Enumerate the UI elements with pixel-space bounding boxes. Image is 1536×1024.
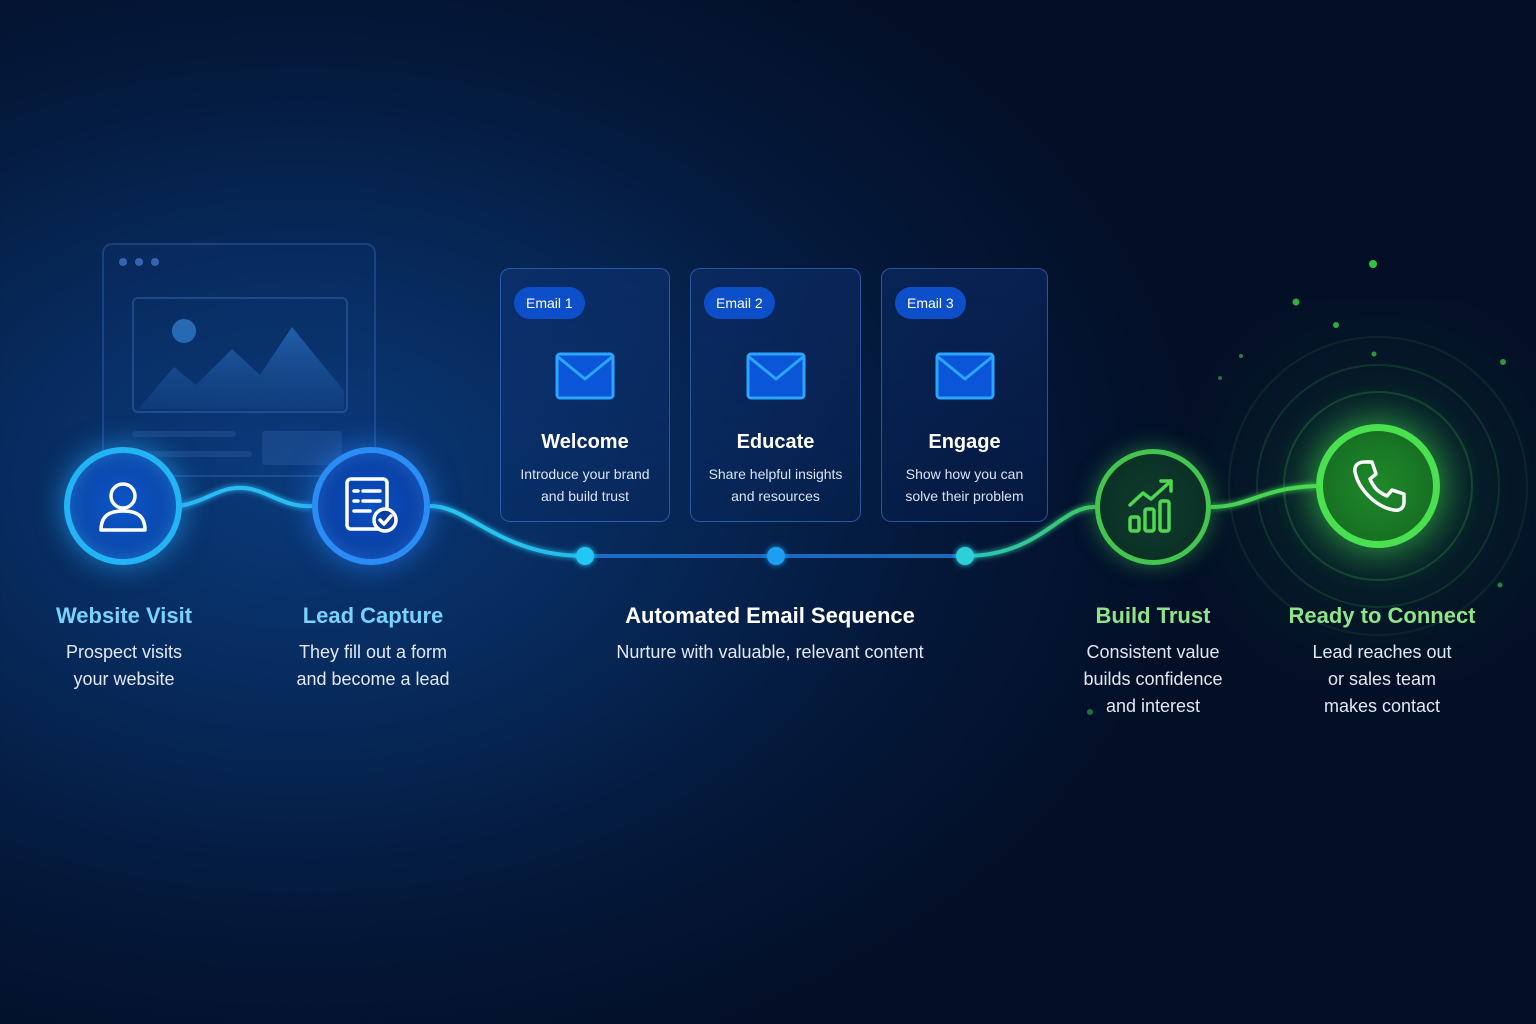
step-description: Lead reaches out or sales team makes con…	[1312, 642, 1452, 716]
email-card-2: Email 2 Educate Share helpful insights a…	[690, 268, 861, 522]
email-badge: Email 1	[514, 287, 585, 319]
step-website-visit: Website Visit Prospect visits your websi…	[24, 603, 224, 693]
image-placeholder-icon	[132, 297, 348, 413]
browser-window-icon	[102, 243, 376, 477]
lead-capture-node	[312, 447, 430, 565]
email-badge: Email 3	[895, 287, 966, 319]
window-dot	[119, 258, 127, 266]
step-title: Build Trust	[1095, 603, 1211, 628]
email-description: Show how you can solve their problem	[905, 466, 1024, 504]
email-card-3: Email 3 Engage Show how you can solve th…	[881, 268, 1048, 522]
email-title: Engage	[928, 431, 1001, 453]
build-trust-node	[1095, 449, 1211, 565]
text-line	[132, 451, 252, 457]
envelope-icon	[555, 352, 615, 400]
pulse-ring	[1228, 336, 1528, 636]
step-description: They fill out a form and become a lead	[296, 642, 450, 689]
window-dot	[151, 258, 159, 266]
phone-icon	[1353, 460, 1406, 512]
form-check-icon	[345, 477, 398, 533]
text-line	[132, 431, 236, 437]
step-title: Lead Capture	[302, 603, 444, 628]
step-title: Ready to Connect	[1288, 603, 1476, 628]
email-title: Welcome	[541, 431, 629, 453]
ready-to-connect-node	[1316, 424, 1440, 548]
email-1-node	[576, 547, 594, 565]
email-description: Introduce your brand and build trust	[520, 466, 650, 504]
step-ready-to-connect: Ready to Connect Lead reaches out or sal…	[1272, 603, 1492, 720]
step-build-trust: Build Trust Consistent value builds conf…	[1053, 603, 1253, 720]
step-description: Prospect visits your website	[65, 642, 183, 689]
email-description: Share helpful insights and resources	[708, 466, 843, 504]
email-card-1: Email 1 Welcome Introduce your brand and…	[500, 268, 670, 522]
website-visit-node	[64, 447, 182, 565]
step-description: Nurture with valuable, relevant content	[616, 642, 924, 662]
step-lead-capture: Lead Capture They fill out a form and be…	[263, 603, 483, 693]
email-title: Educate	[736, 431, 815, 453]
step-title: Website Visit	[55, 603, 193, 628]
growth-chart-icon	[1128, 479, 1173, 533]
step-title: Automated Email Sequence	[625, 603, 915, 628]
step-email-sequence: Automated Email Sequence Nurture with va…	[570, 603, 970, 666]
envelope-icon	[935, 352, 994, 400]
window-dot	[135, 258, 143, 266]
email-badge: Email 2	[704, 287, 775, 319]
envelope-icon	[746, 352, 805, 400]
email-3-node	[956, 547, 974, 565]
user-icon	[99, 482, 147, 532]
button-placeholder	[262, 431, 342, 465]
step-description: Consistent value builds confidence and i…	[1083, 642, 1223, 716]
email-2-node	[767, 547, 785, 565]
